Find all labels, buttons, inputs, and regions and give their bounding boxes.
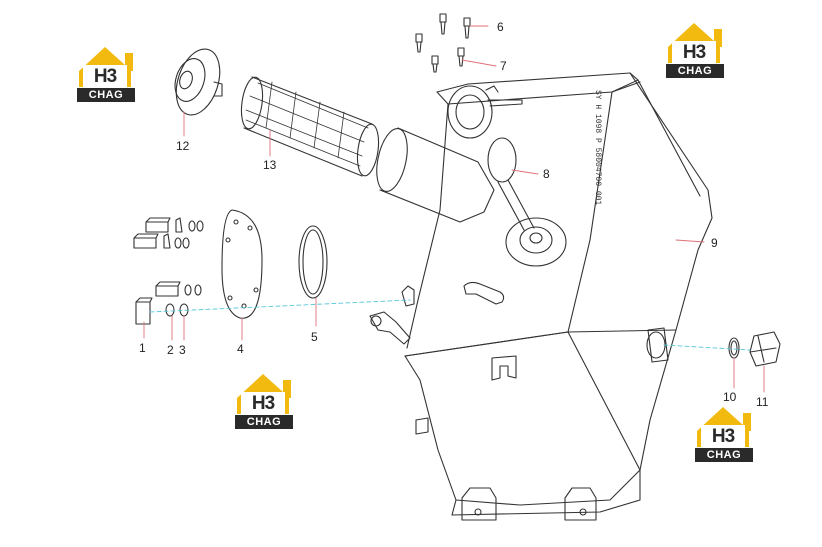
logo-wordmark: CHAG — [77, 88, 135, 102]
logo-mark: H3 — [682, 42, 706, 63]
brand-logo: H3 CHAG — [233, 368, 295, 430]
callout-3: 3 — [179, 343, 186, 357]
filler-cap — [174, 48, 223, 116]
brand-logo: H3 CHAG — [693, 401, 755, 463]
fuel-sender-assembly — [447, 85, 567, 267]
callout-7: 7 — [500, 59, 507, 73]
filler-neck — [376, 127, 495, 223]
callout-6: 6 — [497, 20, 504, 34]
logo-mark: H3 — [93, 66, 117, 87]
callout-5: 5 — [311, 330, 318, 344]
logo-house-icon — [668, 23, 722, 63]
logo-mark: H3 — [251, 393, 275, 414]
brand-logo: H3 CHAG — [75, 41, 137, 103]
drain-plug — [728, 331, 781, 367]
fuel-tank: SY H 1098 P 58004700 001 — [369, 72, 713, 521]
cover-plate — [221, 209, 263, 319]
brand-logo: H3 CHAG — [664, 17, 726, 79]
callout-9: 9 — [711, 236, 718, 250]
o-ring — [298, 225, 328, 299]
callout-13: 13 — [263, 158, 277, 172]
callout-2: 2 — [167, 343, 174, 357]
logo-house-icon — [697, 407, 751, 447]
logo-house-icon — [79, 47, 133, 87]
logo-mark: H3 — [711, 426, 735, 447]
leader-lines — [143, 25, 765, 393]
callout-8: 8 — [543, 167, 550, 181]
callout-10: 10 — [723, 390, 737, 404]
assembly-axis — [149, 299, 751, 351]
bolt-set — [133, 217, 204, 325]
callout-12: 12 — [176, 139, 190, 153]
logo-wordmark: CHAG — [695, 448, 753, 462]
tank-stencil: SY H 1098 P 58004700 001 — [593, 90, 602, 205]
callout-4: 4 — [237, 342, 244, 356]
logo-house-icon — [237, 374, 291, 414]
small-bolts — [415, 13, 471, 73]
callout-1: 1 — [139, 341, 146, 355]
callout-11: 11 — [756, 395, 769, 409]
strainer-basket — [240, 76, 380, 177]
logo-wordmark: CHAG — [235, 415, 293, 429]
logo-wordmark: CHAG — [666, 64, 724, 78]
